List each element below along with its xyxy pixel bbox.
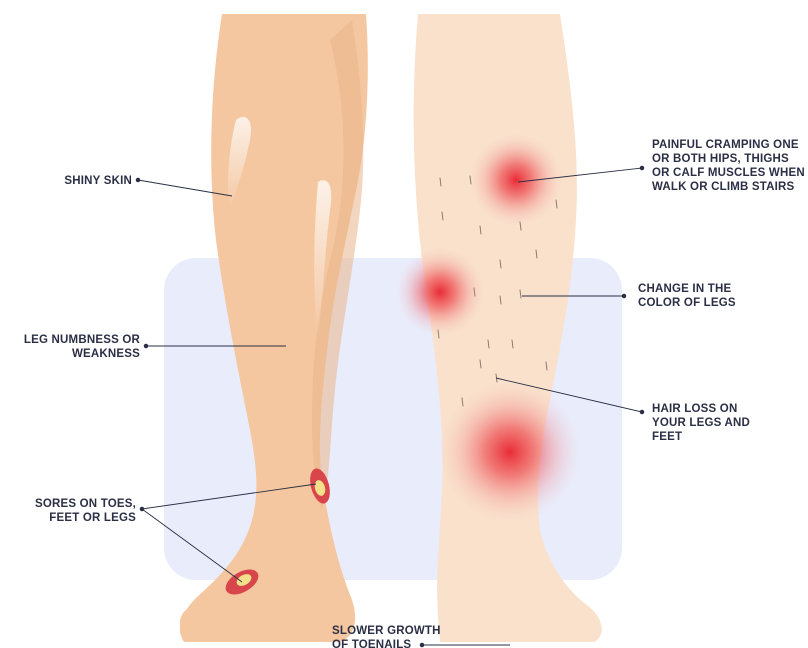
inflammation-ankle xyxy=(440,382,580,522)
label-toenails: SLOWER GROWTH OF TOENAILS xyxy=(332,624,452,648)
inflammation-side xyxy=(396,248,484,336)
label-sores: SORES ON TOES, FEET OR LEGS xyxy=(8,497,136,525)
label-color-change: CHANGE IN THE COLOR OF LEGS xyxy=(638,282,768,310)
label-hair-loss: HAIR LOSS ON YOUR LEGS AND FEET xyxy=(652,402,782,444)
label-cramping: PAINFUL CRAMPING ONE OR BOTH HIPS, THIGH… xyxy=(652,138,808,194)
label-shiny-skin: SHINY SKIN xyxy=(34,174,132,188)
label-leg-numbness: LEG NUMBNESS OR WEAKNESS xyxy=(8,333,140,361)
inflammation-calf xyxy=(470,134,562,226)
